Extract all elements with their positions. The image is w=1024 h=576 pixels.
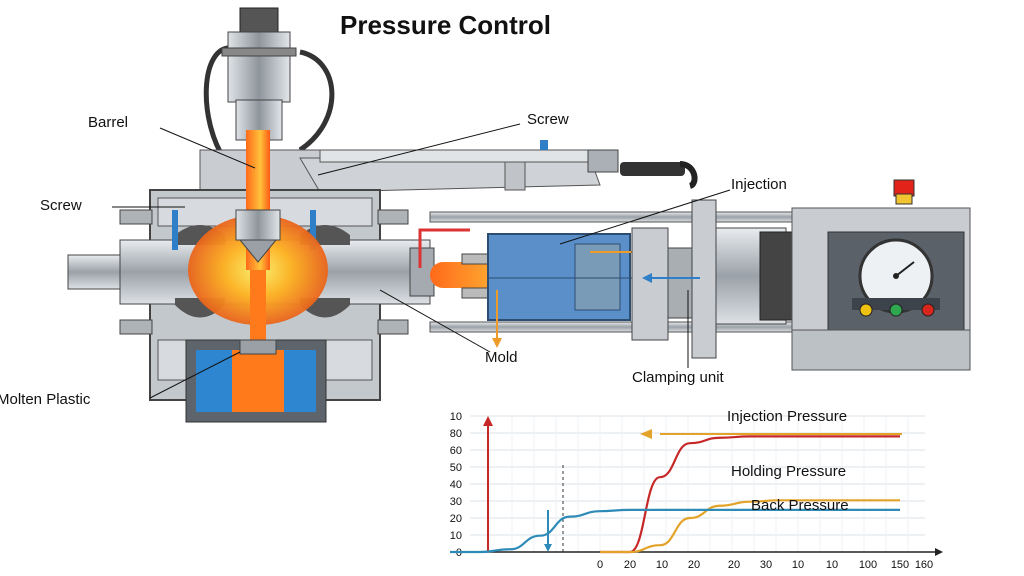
- y-tick-label: 10: [450, 530, 462, 542]
- y-tick-label: 40: [450, 479, 462, 491]
- control-button-red: [921, 303, 935, 317]
- series-line-0: [600, 435, 900, 554]
- label-mold: Mold: [485, 349, 518, 366]
- y-tick-label: 10: [450, 411, 462, 423]
- hydraulic-hose-right: [298, 49, 335, 153]
- label-injection: Injection: [731, 176, 787, 193]
- x-tick-label: 30: [760, 559, 772, 571]
- arm-fitting: [587, 149, 619, 173]
- y-axis-arrow-head: [483, 416, 493, 426]
- y-tick-label: 50: [450, 462, 462, 474]
- screw-tip: [235, 209, 281, 241]
- x-tick-label: 10: [656, 559, 668, 571]
- series-label-1: Holding Pressure: [731, 463, 846, 480]
- y-tick-label: 20: [450, 513, 462, 525]
- page-title: Pressure Control: [340, 10, 551, 40]
- back-pressure-arrow-head: [544, 544, 552, 552]
- series-label-2: Back Pressure: [751, 497, 849, 514]
- label-molten-plastic: Molten Plastic: [0, 391, 91, 408]
- y-tick-label: 80: [450, 428, 462, 440]
- x-tick-label: 20: [624, 559, 636, 571]
- control-button-green: [889, 303, 903, 317]
- y-tick-label: 30: [450, 496, 462, 508]
- holding-guide-arrow: [640, 429, 652, 439]
- x-tick-label: 150: [891, 559, 909, 571]
- series-label-0: Injection Pressure: [727, 408, 847, 425]
- control-button-yellow: [859, 303, 873, 317]
- x-tick-label: 160: [915, 559, 933, 571]
- label-screw-top: Screw: [527, 111, 569, 128]
- x-axis-arrow: [935, 548, 943, 556]
- label-clamping-unit: Clamping unit: [632, 369, 724, 386]
- series-line-1: [600, 499, 900, 554]
- x-tick-label: 0: [597, 559, 603, 571]
- arm-handle: [620, 162, 685, 176]
- label-barrel: Barrel: [88, 114, 129, 131]
- x-tick-label: 100: [859, 559, 877, 571]
- x-tick-label: 20: [688, 559, 700, 571]
- actuator-cap: [239, 7, 279, 35]
- x-tick-label: 20: [728, 559, 740, 571]
- y-tick-label: 60: [450, 445, 462, 457]
- series-line-2: [450, 508, 900, 554]
- x-tick-label: 10: [792, 559, 804, 571]
- x-tick-label: 10: [826, 559, 838, 571]
- label-screw-left: Screw: [40, 197, 82, 214]
